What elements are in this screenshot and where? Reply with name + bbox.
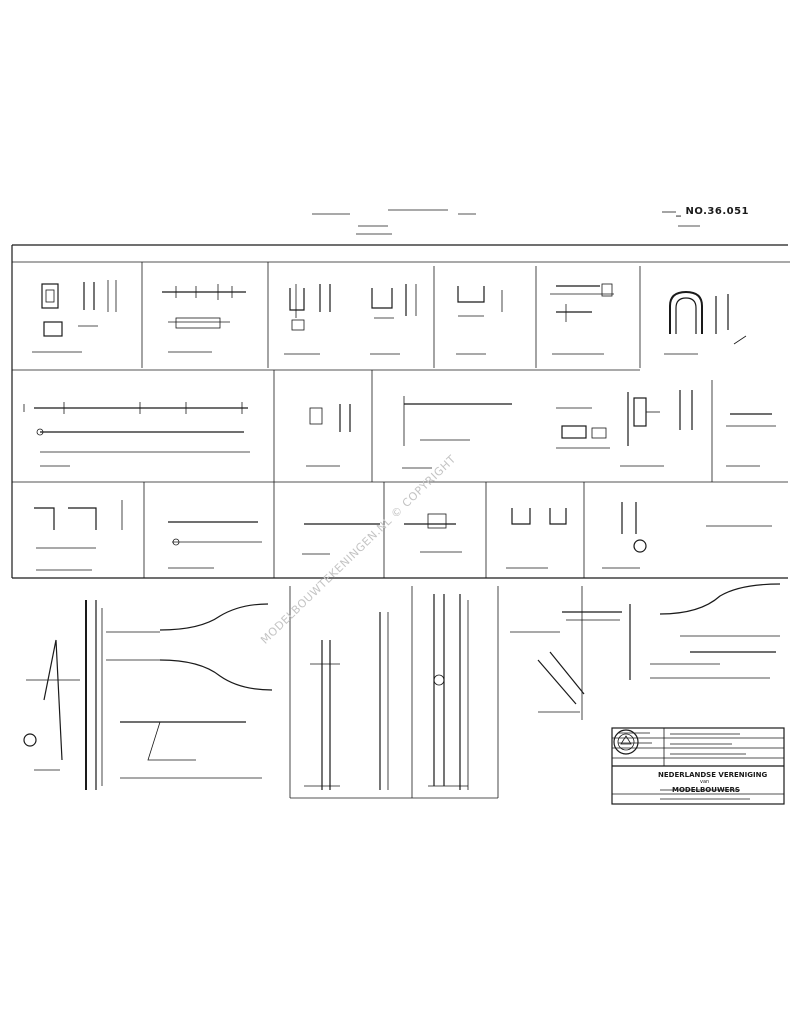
organization-name-line3: MODELBOUWERS bbox=[672, 786, 740, 794]
detail-rod-pins bbox=[162, 284, 246, 353]
detail-bracket-parts bbox=[32, 280, 117, 353]
detail-small-bracket bbox=[306, 404, 351, 467]
detail-clamps bbox=[284, 284, 417, 355]
detail-hinge bbox=[620, 390, 776, 467]
title-block-frame bbox=[611, 727, 785, 805]
organization-name-line2: van bbox=[700, 779, 710, 785]
detail-row-three bbox=[34, 500, 772, 571]
title-block: NEDERLANDSE VERENIGING van MODELBOUWERS bbox=[612, 728, 784, 804]
drawing-number: _ NO.36.051 bbox=[676, 206, 750, 217]
header-lines bbox=[312, 209, 700, 235]
society-seal-icon bbox=[613, 729, 639, 755]
detail-u-bolt bbox=[664, 290, 747, 355]
detail-frame-arm bbox=[402, 396, 610, 469]
detail-crosspieces bbox=[550, 283, 614, 355]
detail-channel bbox=[456, 286, 503, 355]
detail-mast-assembly bbox=[23, 600, 273, 790]
detail-long-shaft bbox=[23, 402, 250, 467]
panel-grid bbox=[12, 261, 790, 799]
detail-vertical-rods bbox=[304, 594, 469, 790]
organization-name-line1: NEDERLANDSE VERENIGING bbox=[658, 771, 768, 779]
drawing-frame bbox=[11, 244, 788, 579]
detail-diagonal-braces bbox=[510, 583, 781, 713]
